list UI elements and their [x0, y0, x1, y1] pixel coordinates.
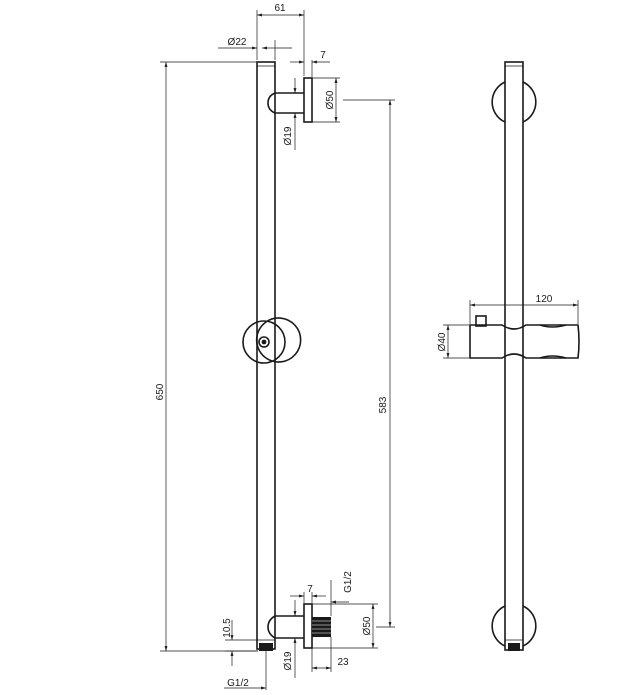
hose-connector — [259, 643, 273, 651]
threaded-outlet — [312, 617, 331, 637]
side-slider — [242, 317, 302, 364]
rail — [256, 61, 276, 650]
dim-flange-thickness-bottom: 7 — [307, 584, 313, 595]
dim-flange-thickness-top: 7 — [320, 50, 326, 61]
dim-flange-diameter-bottom: Ø50 — [362, 616, 373, 635]
dim-outlet-offset: 10.5 — [222, 618, 233, 638]
front-view: 120 Ø40 — [437, 61, 580, 651]
dim-bracket-spacing: 583 — [378, 396, 389, 413]
dim-slider-width: 120 — [536, 294, 553, 305]
dim-support-diameter-bottom: Ø19 — [283, 651, 294, 670]
front-hose-connector — [508, 643, 520, 651]
side-view: 61 Ø22 7 Ø50 Ø19 650 583 — [155, 3, 395, 690]
dim-total-length: 650 — [155, 383, 166, 400]
dim-slider-diameter: Ø40 — [437, 332, 448, 351]
dim-flange-diameter-top: Ø50 — [325, 90, 336, 109]
dim-thread-bottom: G1/2 — [343, 571, 354, 593]
front-bottom-flange — [491, 605, 537, 647]
dim-outlet-thread: G1/2 — [227, 678, 249, 689]
bottom-flange — [303, 603, 313, 649]
front-rail — [504, 61, 524, 651]
front-slider — [469, 315, 580, 359]
top-bracket — [267, 77, 313, 123]
top-flange — [303, 77, 313, 123]
dim-rail-to-wall: 61 — [274, 3, 286, 14]
front-top-flange — [491, 81, 537, 123]
dim-rail-diameter: Ø22 — [228, 37, 247, 48]
dim-support-diameter-top: Ø19 — [283, 126, 294, 145]
bottom-bracket — [259, 603, 331, 651]
dim-outlet-depth: 23 — [337, 657, 349, 668]
